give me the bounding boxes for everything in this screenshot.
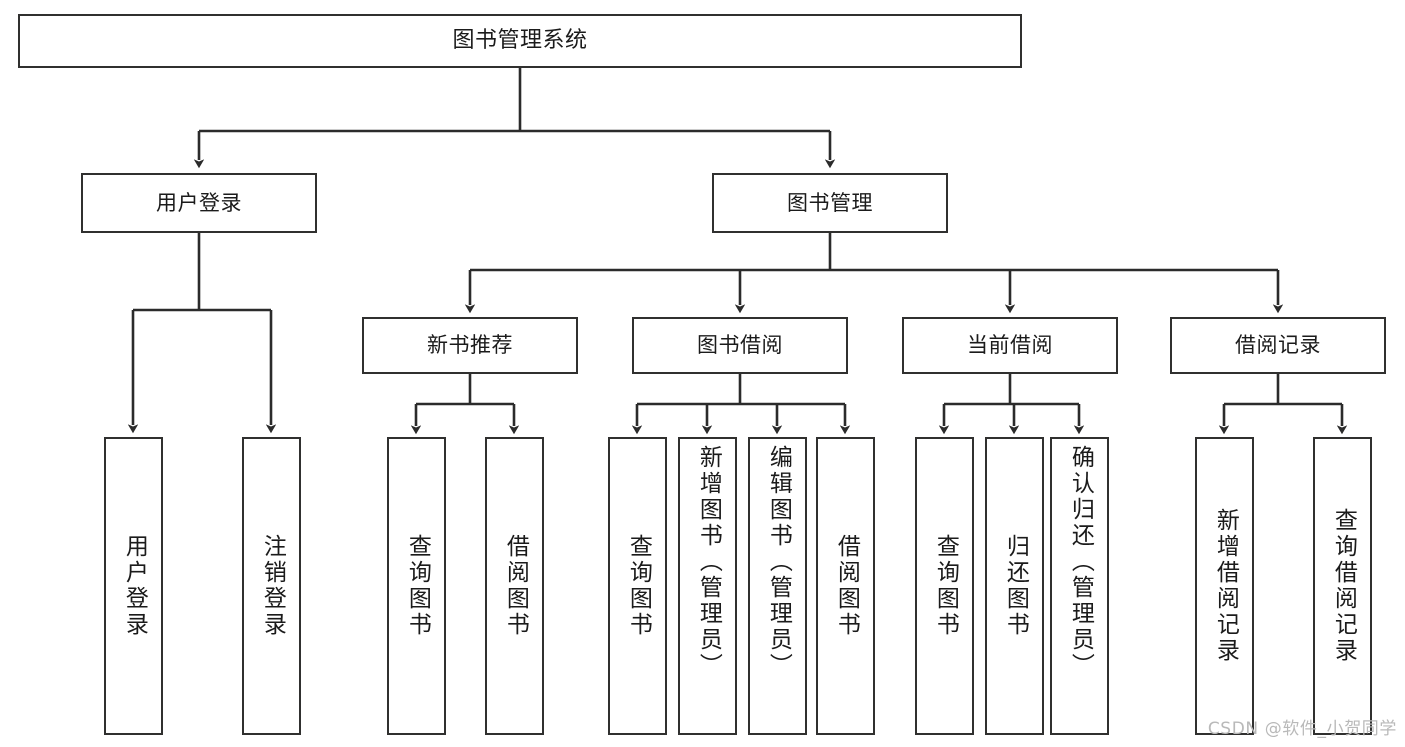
node-label: 当前借阅 [967,333,1053,358]
node-label: 编辑图书（管理员） [765,445,792,679]
node-label: 查询图书 [625,534,652,638]
leaf-current-borrow-query[interactable]: 查询图书 [915,437,974,735]
node-label: 确认归还（管理员） [1067,445,1094,679]
node-label: 查询借阅记录 [1330,508,1357,664]
node-label: 查询图书 [404,534,431,638]
node-book-management[interactable]: 图书管理 [712,173,948,233]
node-label: 新书推荐 [427,333,513,358]
node-label: 图书借阅 [697,333,783,358]
node-label: 借阅图书 [833,534,860,638]
leaf-borrow-record-add[interactable]: 新增借阅记录 [1195,437,1254,735]
node-label: 借阅图书 [502,534,529,638]
leaf-borrow-record-query[interactable]: 查询借阅记录 [1313,437,1372,735]
node-label: 注销登录 [259,534,286,638]
leaf-user-login-logout[interactable]: 注销登录 [242,437,301,735]
node-current-borrow[interactable]: 当前借阅 [902,317,1118,374]
node-label: 图书管理系统 [452,28,588,54]
node-new-book-recommend[interactable]: 新书推荐 [362,317,578,374]
node-label: 归还图书 [1002,534,1029,638]
node-user-login[interactable]: 用户登录 [81,173,317,233]
leaf-user-login-login[interactable]: 用户登录 [104,437,163,735]
watermark: CSDN @软件_小贺同学 [1207,719,1397,739]
node-label: 用户登录 [121,534,148,638]
node-borrow-record[interactable]: 借阅记录 [1170,317,1386,374]
node-label: 用户登录 [156,190,242,215]
leaf-book-borrow-query[interactable]: 查询图书 [608,437,667,735]
node-label: 新增图书（管理员） [695,445,722,679]
leaf-book-borrow-edit[interactable]: 编辑图书（管理员） [748,437,807,735]
node-label: 新增借阅记录 [1212,508,1239,664]
node-book-borrow[interactable]: 图书借阅 [632,317,848,374]
node-label: 借阅记录 [1235,333,1321,358]
leaf-book-borrow-borrow[interactable]: 借阅图书 [816,437,875,735]
leaf-book-borrow-add[interactable]: 新增图书（管理员） [678,437,737,735]
leaf-current-borrow-return[interactable]: 归还图书 [985,437,1044,735]
leaf-current-borrow-confirm-return[interactable]: 确认归还（管理员） [1050,437,1109,735]
node-label: 查询图书 [932,534,959,638]
leaf-new-book-query[interactable]: 查询图书 [387,437,446,735]
node-label: 图书管理 [787,190,873,215]
leaf-new-book-borrow[interactable]: 借阅图书 [485,437,544,735]
node-root-book-management-system[interactable]: 图书管理系统 [18,14,1022,68]
